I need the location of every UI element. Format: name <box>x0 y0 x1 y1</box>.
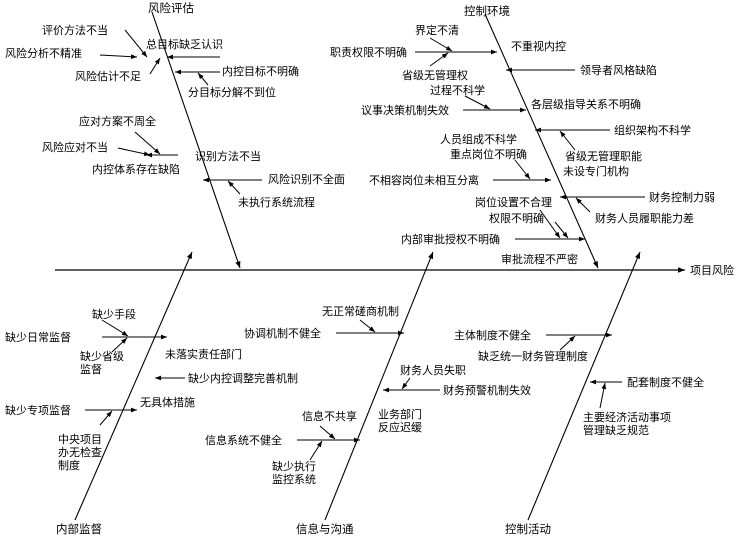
is-sub-3a <box>99 410 113 426</box>
sub-cause-label: 缺乏统一财务管理制度 <box>478 350 588 363</box>
bone-title-risk-assessment: 风险评估 <box>148 1 194 15</box>
cause-label: 财务控制力弱 <box>649 191 715 204</box>
sub-cause-label: 风险分析不精准 <box>5 47 82 60</box>
cause-label: 总目标缺乏认识 <box>146 38 223 51</box>
ra-sub-3b <box>117 147 151 157</box>
ic-sub-2a <box>401 377 411 390</box>
cause-label: 内部审批授权不明确 <box>401 233 500 246</box>
ce-sub-5a <box>514 159 531 180</box>
sub-cause-label: 未执行系统流程 <box>238 196 315 209</box>
sub-cause-label: 财务人员失职 <box>400 364 466 377</box>
sub-cause-label: 分目标分解不到位 <box>188 86 276 99</box>
ra-sub-1a <box>124 29 148 58</box>
cause-label: 业务部门 反应迟缓 <box>378 408 422 434</box>
sub-cause-label: 省级无管理权 <box>402 69 468 82</box>
sub-cause-label: 缺少省级 监督 <box>80 350 124 376</box>
sub-cause-label: 应对方案不周全 <box>79 115 156 128</box>
ra-sub-1c <box>149 57 161 75</box>
sub-cause-label: 界定不清 <box>415 24 459 37</box>
cause-label: 审批流程不严密 <box>501 253 578 266</box>
cause-label: 无具体措施 <box>140 396 195 409</box>
sub-cause-label: 未设专门机构 <box>563 165 629 178</box>
bone-title-control-activities: 控制活动 <box>505 522 551 536</box>
head-label: 项目风险 <box>690 264 734 277</box>
ra-sub-1b <box>99 54 138 60</box>
cause-label: 缺少专项监督 <box>5 404 71 417</box>
sub-cause-label: 中央项目 办无检查 制度 <box>58 433 102 472</box>
ce-sub-3a <box>464 95 491 110</box>
ca-sub-1a <box>559 335 576 351</box>
sub-cause-label: 风险应对不当 <box>42 141 108 154</box>
cause-label: 主体制度不健全 <box>454 329 531 342</box>
bone-title-internal-supervision: 内部监督 <box>56 522 102 536</box>
cause-label: 财务预警机制失效 <box>443 384 531 397</box>
sub-cause-label: 省级无管理职能 <box>565 150 642 163</box>
bone-title-control-environment: 控制环境 <box>464 4 510 18</box>
ic-sub-3b <box>309 440 323 461</box>
sub-cause-label: 信息不共享 <box>302 410 357 423</box>
ra-sub-2a <box>197 72 209 86</box>
ca-sub-2a <box>599 382 607 409</box>
cause-label: 未落实责任部门 <box>165 348 242 361</box>
ce-sub-1b <box>429 52 449 67</box>
cause-label: 缺少内控调整完善机制 <box>188 372 298 385</box>
sub-cause-label: 评价方法不当 <box>42 24 108 37</box>
cause-label: 配套制度不健全 <box>627 376 704 389</box>
sub-cause-label: 议事决策机制失效 <box>361 104 449 117</box>
cause-label: 组织架构不科学 <box>614 124 691 137</box>
sub-cause-label: 过程不科学 <box>430 84 485 97</box>
ce-sub-7a <box>539 209 561 239</box>
ce-sub-6a <box>575 197 591 213</box>
sub-cause-label: 缺少手段 <box>92 308 136 321</box>
is-sub-1b <box>111 337 128 353</box>
ce-sub-4a <box>559 130 576 151</box>
bone-control-environment <box>484 13 599 269</box>
sub-cause-label: 财务人员履职能力差 <box>595 212 694 225</box>
cause-label: 不重视内控 <box>511 40 566 53</box>
sub-cause-label: 人员组成不科学 <box>440 133 517 146</box>
bone-internal-supervision <box>74 251 193 521</box>
bone-risk-assessment <box>151 11 241 269</box>
bone-information-communication <box>324 251 434 521</box>
sub-cause-label: 权限不明确 <box>489 212 544 225</box>
ra-sub-4a <box>227 180 241 195</box>
cause-label: 内控体系存在缺陷 <box>92 163 180 176</box>
ic-sub-1a <box>359 319 376 333</box>
sub-cause-label: 无正常磋商机制 <box>322 305 399 318</box>
ce-sub-1a <box>429 37 453 52</box>
cause-label: 内控目标不明确 <box>222 65 299 78</box>
ce-sub-7b <box>554 221 569 239</box>
bone-title-information-communication: 信息与沟通 <box>296 522 354 536</box>
cause-label: 缺少日常监督 <box>5 331 71 344</box>
sub-cause-label: 岗位设置不合理 <box>475 196 552 209</box>
is-sub-1a <box>101 319 129 337</box>
ra-sub-3a <box>134 131 161 155</box>
sub-cause-label: 缺少执行 监控系统 <box>272 460 316 486</box>
ic-sub-3a <box>319 425 336 440</box>
sub-cause-label: 职责权限不明确 <box>330 46 407 59</box>
bone-control-activities <box>527 251 641 521</box>
sub-cause-label: 主要经济活动事项 管理缺乏规范 <box>583 411 671 437</box>
cause-label: 协调机制不健全 <box>244 327 321 340</box>
sub-cause-label: 风险估计不足 <box>75 70 141 83</box>
cause-label: 信息系统不健全 <box>205 434 282 447</box>
cause-label: 风险识别不全面 <box>268 173 345 186</box>
cause-label: 识别方法不当 <box>195 150 261 163</box>
sub-cause-label: 重点岗位不明确 <box>450 148 527 161</box>
cause-label: 领导者风格缺陷 <box>580 64 657 77</box>
cause-label: 不相容岗位未相互分离 <box>369 174 479 187</box>
cause-label: 各层级指导关系不明确 <box>531 98 641 111</box>
